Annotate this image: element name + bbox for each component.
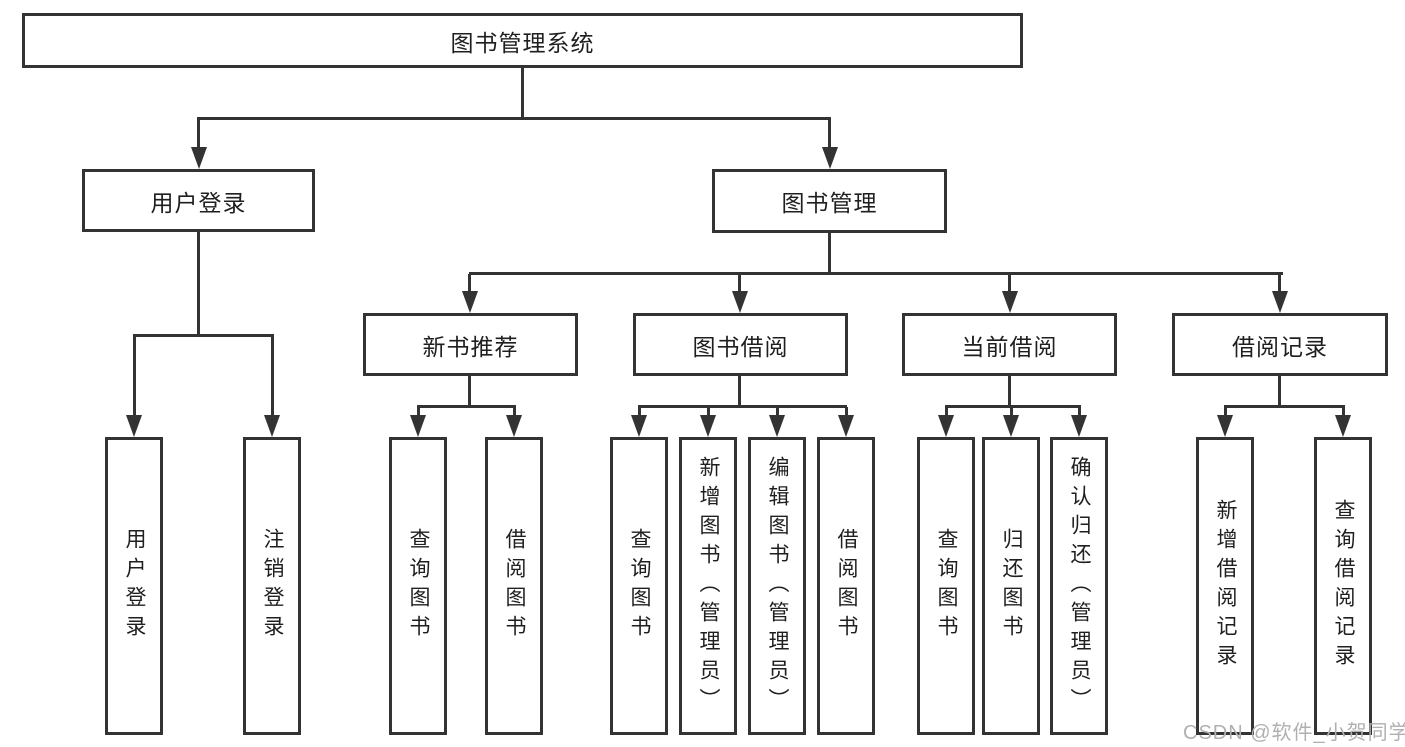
connector-arrowhead [938,415,954,437]
leaf-user-login: 用户登录 [105,437,163,735]
leaf-record-query: 查询借阅记录 [1314,437,1372,735]
connector-arrowhead [410,415,426,437]
connector-arrowhead [1335,415,1351,437]
connector-arrowhead [1071,415,1087,437]
connector-line [513,407,516,417]
leaf-borrow-edit-admin: 编辑图书（管理员） [748,437,806,735]
connector-arrowhead [506,415,522,437]
connector-line [521,68,524,119]
leaf-current-confirm-admin: 确认归还（管理员） [1050,437,1108,735]
connector-line [469,272,1283,275]
connector-line [417,405,516,408]
leaf-current-return: 归还图书 [982,437,1040,735]
node-new-book-recommend: 新书推荐 [363,313,578,376]
connector-arrowhead [191,147,207,169]
node-book-borrow: 图书借阅 [633,313,848,376]
connector-line [1010,407,1013,417]
connector-line [1224,407,1227,417]
csdn-watermark: CSDN @软件_小贺同学 [1183,722,1405,744]
connector-line [197,232,200,336]
connector-arrowhead [126,415,142,437]
connector-line [945,405,1081,408]
connector-line [1008,376,1011,407]
connector-line [133,334,274,337]
node-current-borrow: 当前借阅 [902,313,1117,376]
connector-arrowhead [462,291,478,313]
connector-arrowhead [631,415,647,437]
connector-line [828,233,831,274]
node-root: 图书管理系统 [22,13,1023,68]
leaf-current-query: 查询图书 [917,437,975,735]
connector-line [468,376,471,407]
node-book-management: 图书管理 [712,169,947,233]
connector-line [197,118,200,150]
connector-line [271,336,274,416]
leaf-record-add: 新增借阅记录 [1196,437,1254,735]
connector-line [133,336,136,416]
connector-line [638,405,847,408]
connector-arrowhead [264,415,280,437]
connector-line [1078,407,1081,417]
node-borrow-record: 借阅记录 [1172,313,1388,376]
connector-line [828,118,831,150]
connector-line [1278,274,1281,293]
connector-line [468,274,471,293]
connector-line [738,274,741,293]
connector-arrowhead [1003,415,1019,437]
leaf-newbook-borrow: 借阅图书 [485,437,543,735]
connector-line [1278,376,1281,407]
connector-line [845,407,848,417]
connector-line [1224,405,1345,408]
node-user-login: 用户登录 [82,169,315,232]
leaf-newbook-query: 查询图书 [389,437,447,735]
leaf-borrow-query: 查询图书 [610,437,668,735]
connector-arrowhead [769,415,785,437]
connector-line [197,117,831,120]
connector-arrowhead [1002,291,1018,313]
leaf-logout: 注销登录 [243,437,301,735]
leaf-borrow-add-admin: 新增图书（管理员） [679,437,737,735]
connector-arrowhead [822,147,838,169]
connector-arrowhead [1217,415,1233,437]
connector-arrowhead [838,415,854,437]
connector-arrowhead [732,291,748,313]
connector-line [638,407,641,417]
connector-line [945,407,948,417]
connector-line [1008,274,1011,293]
connector-line [738,376,741,407]
leaf-borrow-book: 借阅图书 [817,437,875,735]
connector-line [707,407,710,417]
connector-line [776,407,779,417]
connector-line [417,407,420,417]
connector-line [1342,407,1345,417]
connector-arrowhead [700,415,716,437]
connector-arrowhead [1272,291,1288,313]
